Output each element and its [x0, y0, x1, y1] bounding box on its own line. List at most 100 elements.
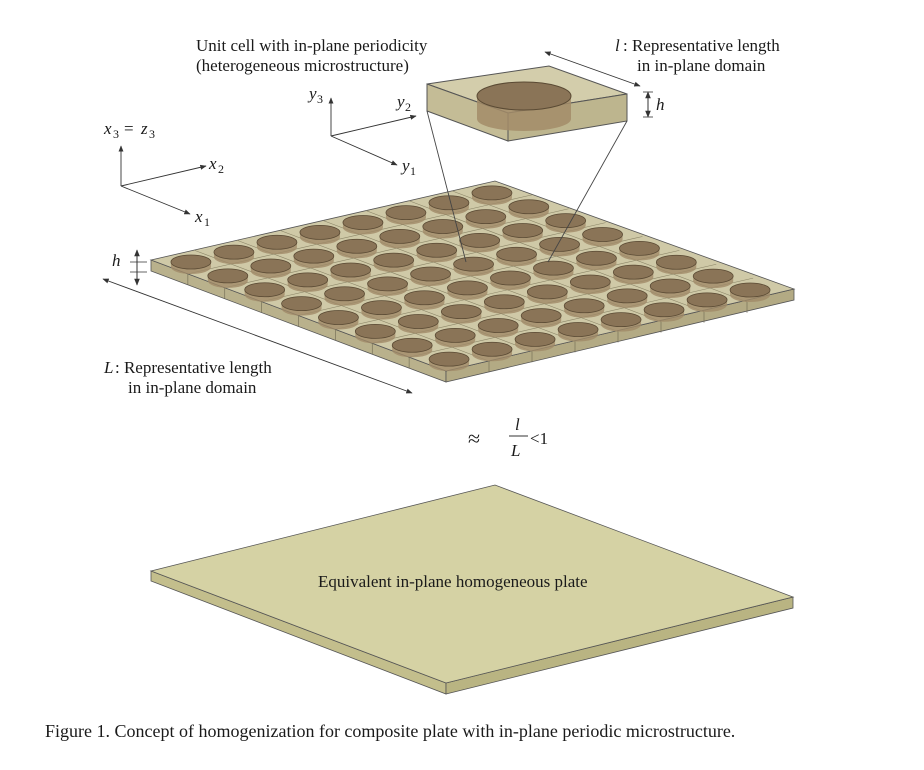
heterogeneous-plate	[149, 180, 796, 383]
inclusion-top	[416, 242, 458, 258]
inclusion-top	[250, 258, 292, 274]
ratio-numerator: l	[515, 415, 520, 434]
x2-label: x	[208, 154, 217, 173]
inclusion-top	[557, 322, 599, 337]
ratio-relation: <1	[530, 429, 548, 448]
inclusion-top	[281, 296, 322, 312]
unit-cell-title-line1: Unit cell with in-plane periodicity	[196, 36, 428, 55]
unit-cell-block	[426, 65, 628, 142]
inclusion-top	[600, 312, 642, 328]
unit-cell-title-line2: (heterogeneous microstructure)	[196, 56, 409, 75]
inclusion-top	[440, 304, 482, 320]
ratio-denominator: L	[510, 441, 520, 460]
inclusion-top	[576, 250, 617, 266]
inclusion-top	[453, 256, 494, 272]
inclusion-top	[318, 310, 359, 325]
y1-sub: 1	[410, 164, 416, 178]
inclusion-top	[569, 274, 611, 290]
inclusion-top	[170, 254, 212, 270]
inclusion-top	[502, 223, 544, 238]
inclusion-top	[619, 240, 660, 256]
y3-sub: 3	[317, 92, 323, 106]
inclusion-top	[649, 278, 691, 294]
L-description-line2: in in-plane domain	[128, 378, 257, 397]
homogeneous-plate-label: Equivalent in-plane homogeneous plate	[318, 572, 588, 591]
y3-label: y	[307, 84, 317, 103]
z3-sub: 3	[149, 127, 155, 141]
inclusion-top	[508, 199, 550, 215]
y1-label: y	[400, 156, 410, 175]
inclusion-top	[477, 318, 519, 333]
inclusion-top	[496, 246, 537, 262]
x3-equals: =	[124, 119, 134, 138]
inclusion-top	[459, 232, 501, 248]
inclusion-top	[539, 236, 580, 252]
inclusion-top	[293, 248, 335, 264]
L-dimension-arrow	[102, 278, 413, 394]
inclusion-top	[287, 272, 329, 288]
inclusion-top	[410, 266, 451, 282]
unit-cell-inclusion-top	[476, 81, 572, 111]
inclusion-top	[213, 244, 255, 260]
inclusion-top	[729, 282, 771, 298]
plate-h-label: h	[112, 251, 121, 270]
inclusion-top	[490, 270, 531, 286]
z3-label: z	[140, 119, 148, 138]
inclusion-top	[563, 298, 605, 314]
projection-line-right	[547, 120, 628, 263]
inclusion-top	[447, 280, 488, 296]
inclusion-top	[379, 228, 421, 244]
inclusion-top	[686, 292, 728, 308]
homog-plate-top	[149, 484, 795, 684]
inclusion-top	[404, 290, 445, 306]
y2-label: y	[395, 92, 405, 111]
inclusion-top	[324, 286, 365, 302]
inclusion-top	[361, 300, 402, 316]
inclusion-top	[471, 341, 513, 357]
inclusion-top	[428, 195, 470, 211]
inclusion-top	[692, 268, 734, 284]
l-description-line1: : Representative length	[623, 36, 780, 55]
inclusion-top	[422, 219, 464, 234]
global-axes: x 3 = z 3 x 2 x 1	[103, 119, 224, 229]
inclusion-top	[385, 205, 427, 221]
approx-symbol: ≈	[468, 426, 480, 451]
L-symbol: L	[103, 358, 113, 377]
x3-sub: 3	[113, 127, 119, 141]
inclusion-top	[533, 260, 574, 276]
y2-sub: 2	[405, 100, 411, 114]
inclusion-top	[434, 327, 476, 343]
x1-label: x	[194, 207, 203, 226]
inclusion-top	[545, 213, 587, 229]
inclusion-top	[342, 215, 384, 230]
x1-sub: 1	[204, 215, 210, 229]
l-description-line2: in in-plane domain	[637, 56, 766, 75]
inclusion-top	[336, 238, 378, 254]
x3-label: x	[103, 119, 112, 138]
inclusion-top	[514, 331, 556, 347]
L-description-line1: : Representative length	[115, 358, 272, 377]
l-dimension-arrow	[544, 51, 641, 87]
inclusion-top	[244, 282, 286, 298]
inclusion-top	[465, 209, 507, 225]
inclusion-top	[471, 185, 513, 201]
inclusion-top	[526, 284, 568, 300]
inclusion-top	[606, 288, 648, 304]
inclusion-top	[582, 227, 623, 242]
inclusion-top	[256, 234, 298, 250]
inclusion-top	[397, 314, 439, 329]
inclusion-top	[354, 323, 396, 339]
inclusion-top	[391, 337, 433, 353]
inclusion-top	[655, 254, 697, 270]
l-symbol: l	[615, 36, 620, 55]
inclusion-top	[483, 294, 525, 310]
unit-cell-h-label: h	[656, 95, 665, 114]
projection-line-left	[426, 110, 467, 263]
inclusion-top	[367, 276, 408, 292]
inclusion-top	[428, 351, 470, 367]
x2-sub: 2	[218, 162, 224, 176]
homogeneous-plate: Equivalent in-plane homogeneous plate	[149, 484, 795, 695]
inclusion-top	[330, 262, 372, 278]
inclusion-top	[643, 302, 685, 318]
